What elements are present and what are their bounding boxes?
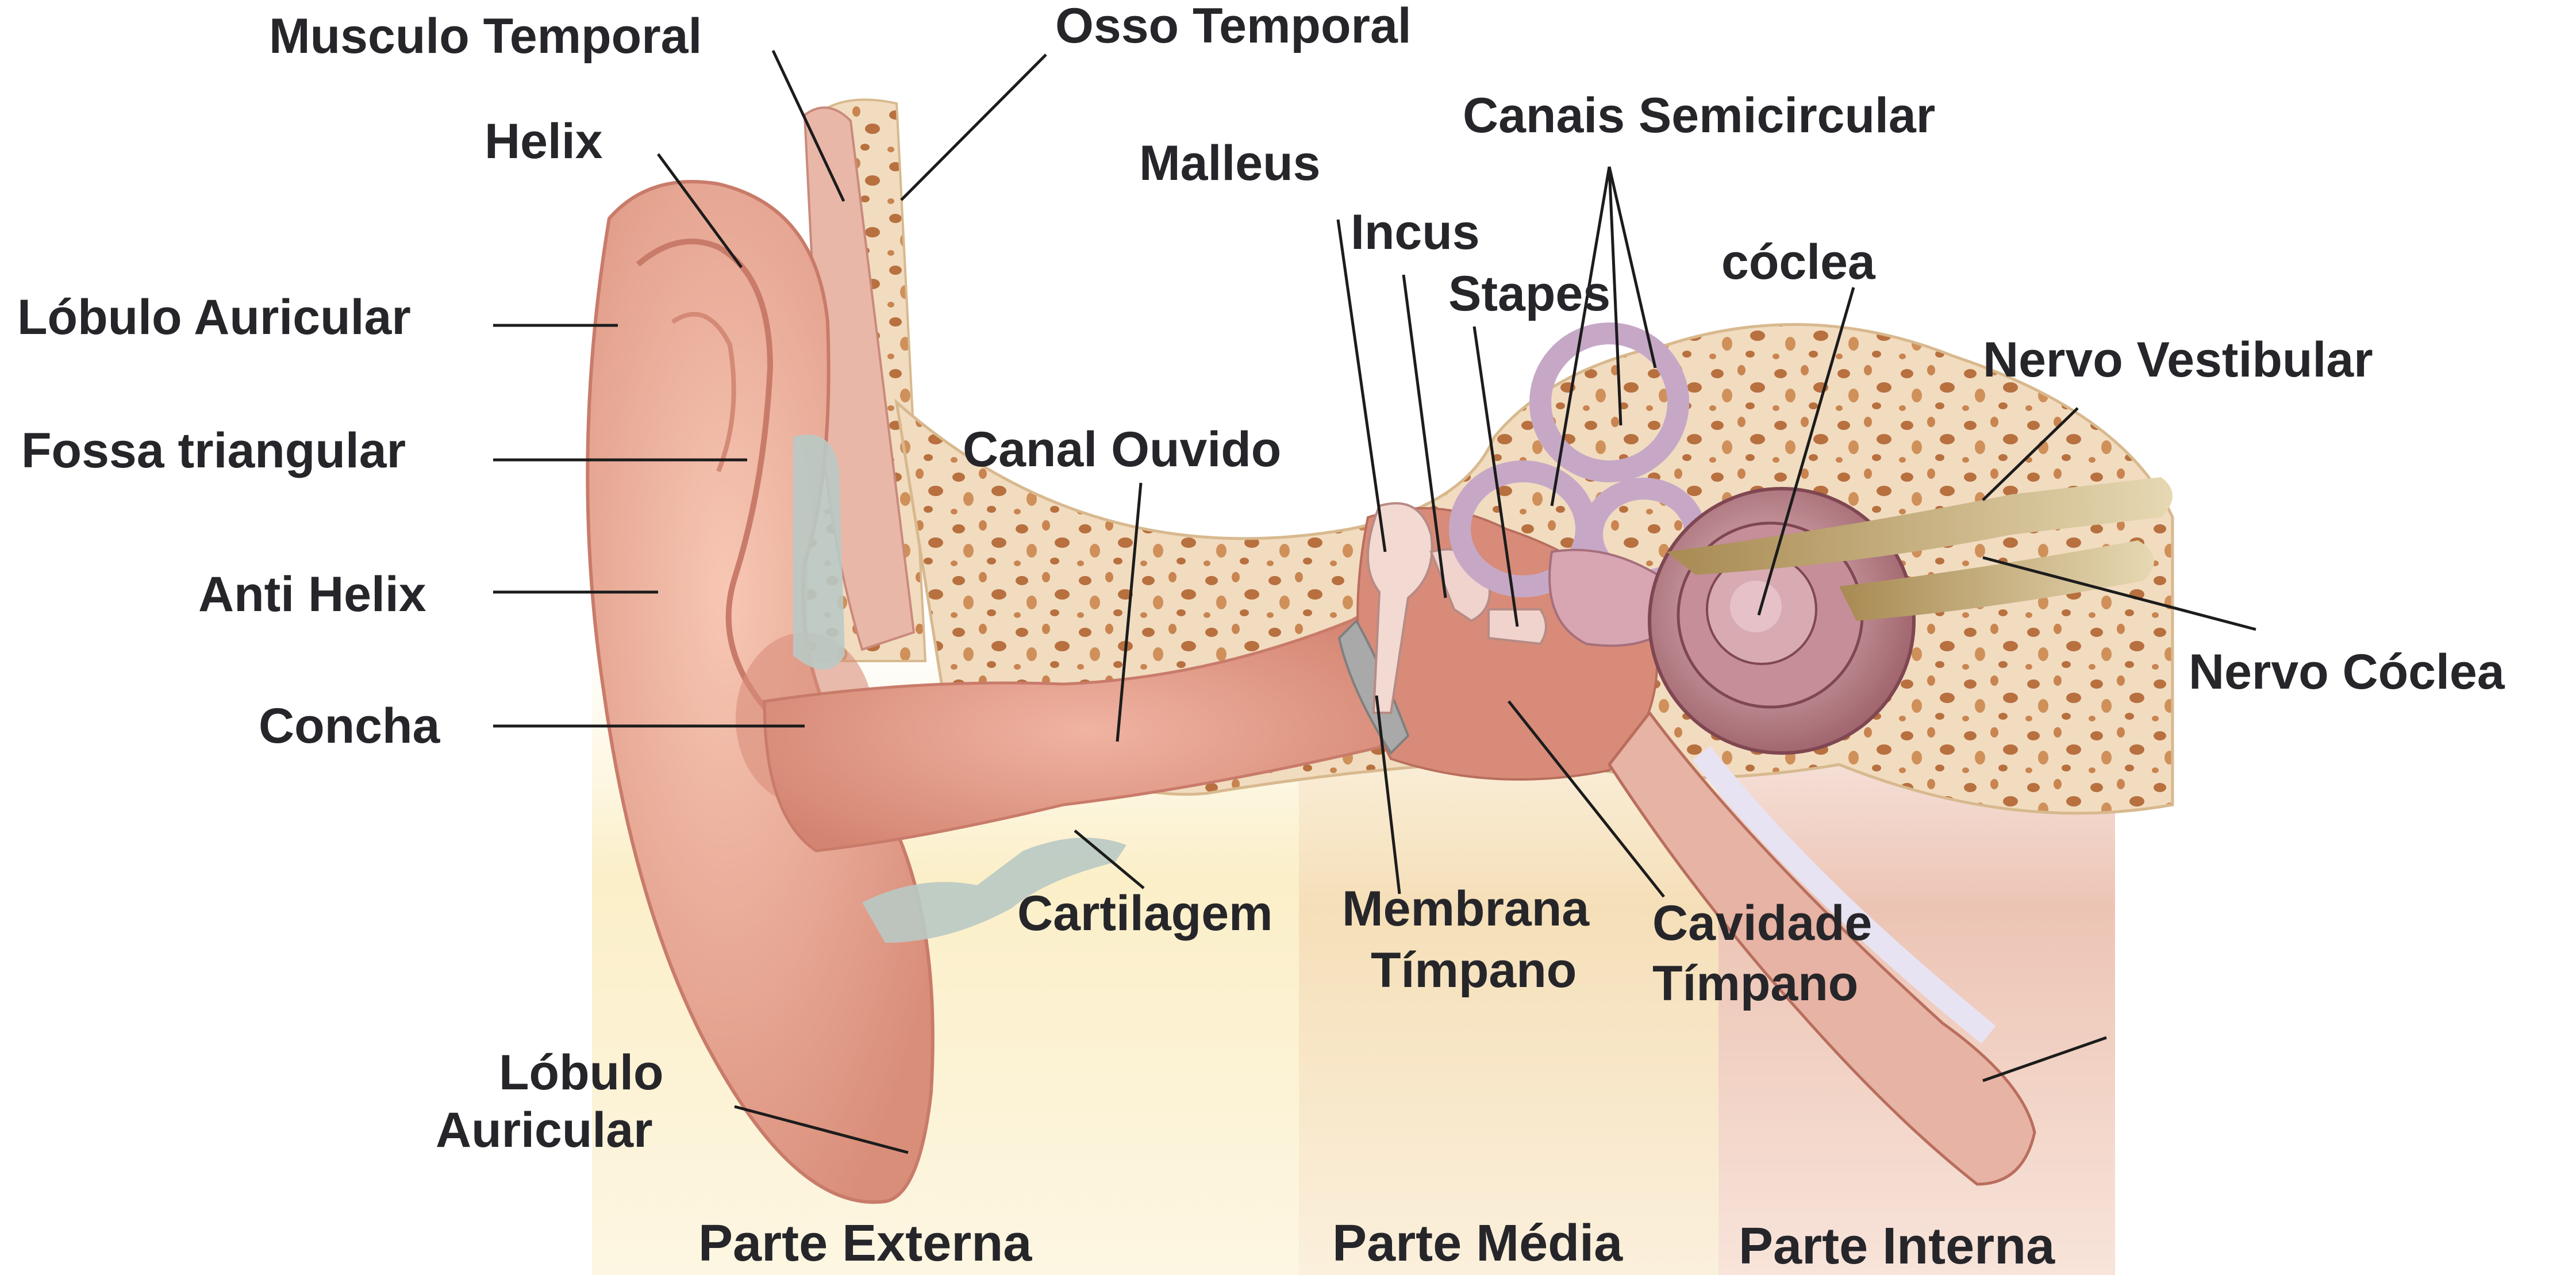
- label-nervo-coclea: Nervo Cóclea: [2189, 644, 2505, 700]
- zone-label-externa: Parte Externa: [698, 1215, 1032, 1272]
- label-membrana-line1: Membrana: [1342, 881, 1590, 936]
- label-osso-temporal: Osso Temporal: [1055, 0, 1412, 53]
- label-canal-ouvido: Canal Ouvido: [963, 422, 1281, 477]
- label-musculo-temporal: Musculo Temporal: [269, 9, 702, 64]
- label-cavidade-line1: Cavidade: [1652, 896, 1872, 951]
- label-membrana-line2: Tímpano: [1371, 943, 1577, 998]
- label-anti-helix: Anti Helix: [198, 567, 426, 622]
- label-malleus: Malleus: [1139, 136, 1320, 191]
- label-concha: Concha: [259, 698, 441, 754]
- zone-label-interna: Parte Interna: [1739, 1218, 2055, 1275]
- label-incus: Incus: [1351, 205, 1480, 260]
- label-lobulo-auricular-upper: Lóbulo Auricular: [17, 290, 411, 345]
- label-canais-semicircular: Canais Semicircular: [1463, 88, 1935, 143]
- label-helix: Helix: [485, 114, 603, 169]
- cartilage-upper: [793, 435, 845, 670]
- label-lobulo-line2: Auricular: [436, 1103, 653, 1158]
- label-stapes: Stapes: [1448, 266, 1610, 321]
- label-fossa-triangular: Fossa triangular: [21, 423, 406, 478]
- label-nervo-vestibular: Nervo Vestibular: [1983, 332, 2373, 387]
- label-coclea: cóclea: [1721, 235, 1876, 290]
- label-cavidade-line2: Tímpano: [1652, 956, 1858, 1011]
- label-cartilagem: Cartilagem: [1017, 886, 1273, 941]
- label-lobulo-line1: Lóbulo: [499, 1045, 664, 1100]
- zone-label-media: Parte Média: [1332, 1215, 1623, 1272]
